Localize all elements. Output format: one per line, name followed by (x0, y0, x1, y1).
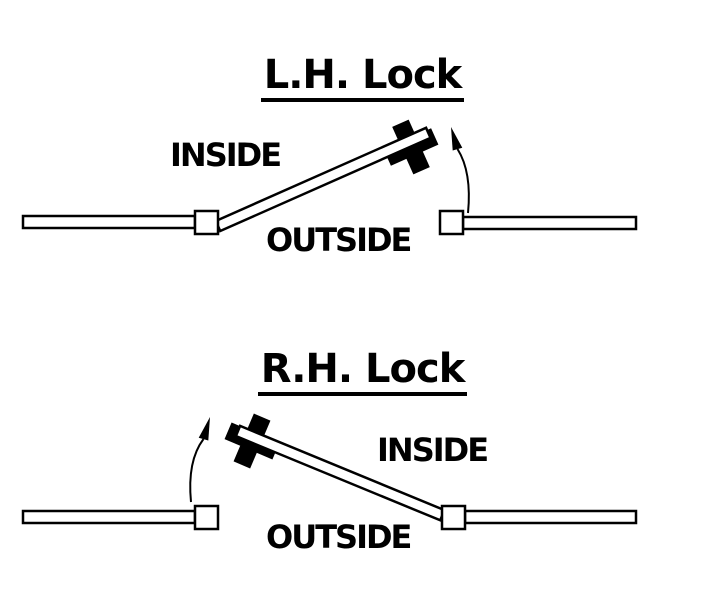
rh-wall-left (21, 509, 197, 525)
rh-lock-title-text: R.H. Lock (257, 349, 468, 396)
lh-inside-label: INSIDE (170, 136, 282, 174)
lh-jamb-left (193, 209, 220, 236)
rh-lock-title: R.H. Lock (0, 349, 725, 396)
lh-lock-diagram (21, 119, 638, 236)
lh-wall-right (461, 215, 638, 231)
rh-swing-arrow-icon (189, 417, 210, 503)
lh-jamb-right (438, 209, 465, 236)
lh-lock-title: L.H. Lock (0, 55, 725, 102)
rh-wall-right (463, 509, 638, 525)
lh-lock-title-text: L.H. Lock (260, 55, 465, 102)
rh-lock-diagram (21, 413, 638, 531)
lh-swing-arrow-icon (451, 127, 470, 214)
rh-outside-label: OUTSIDE (266, 518, 412, 556)
lh-wall-left (21, 214, 197, 230)
rh-jamb-right (440, 504, 467, 531)
rh-inside-label: INSIDE (377, 431, 489, 469)
rh-jamb-left (193, 504, 220, 531)
lh-outside-label: OUTSIDE (266, 221, 412, 259)
